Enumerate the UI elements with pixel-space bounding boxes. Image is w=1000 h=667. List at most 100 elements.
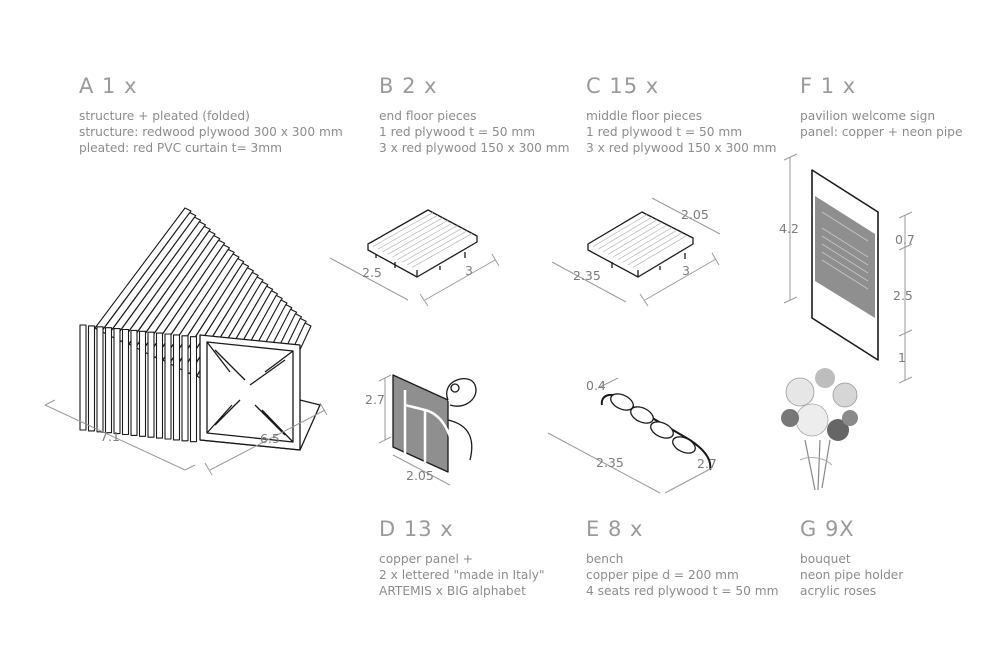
bouquet-drawing <box>781 368 858 491</box>
floor-plank-line <box>597 216 653 250</box>
item-a-text: A 1 x structure + pleated (folded) struc… <box>79 76 343 156</box>
base-slat <box>155 332 164 439</box>
item-g-line-1: bouquet <box>800 552 851 566</box>
floor-plank-line <box>392 222 453 258</box>
item-b-dimension-lines <box>329 253 500 307</box>
dim-c-width: 2.35 <box>573 268 601 283</box>
front-frame-ribs <box>206 341 294 443</box>
end-floor-piece-drawing <box>367 209 478 278</box>
welcome-sign-drawing <box>811 169 879 361</box>
item-a-title: A 1 x <box>79 74 138 98</box>
item-f-dimension-lines <box>783 153 913 384</box>
floor-plank-line <box>617 227 673 260</box>
item-a-line-1: structure + pleated (folded) <box>79 109 250 123</box>
floor-plank-line <box>612 224 668 258</box>
dim-e-end: 2.7 <box>697 456 717 471</box>
dim-f-top: 0.7 <box>895 232 915 247</box>
dim-b-width: 2.5 <box>362 265 382 280</box>
dim-d-height: 2.7 <box>365 392 385 407</box>
base-slat <box>104 327 113 434</box>
item-b-title: B 2 x <box>379 74 438 98</box>
floor-plank-line <box>372 212 434 247</box>
base-slat <box>181 335 189 442</box>
dim-e-pipe: 0.4 <box>586 378 606 393</box>
base-slat <box>138 330 147 437</box>
item-g-line-3: acrylic roses <box>800 584 877 598</box>
dim-f-height: 4.2 <box>779 221 799 236</box>
floor-plank-line <box>402 227 463 263</box>
base-slat <box>130 329 138 436</box>
base-slat <box>172 334 181 441</box>
base-right-side <box>199 399 321 451</box>
item-b-line-1: end floor pieces <box>379 109 477 123</box>
floor-plank-line <box>411 233 473 268</box>
middle-floor-piece-drawing <box>587 211 694 278</box>
floor-plank-line <box>602 219 658 253</box>
base-slats <box>79 324 198 443</box>
pleat-fin <box>148 244 230 359</box>
item-d-line-3: ARTEMIS x BIG alphabet <box>379 584 526 598</box>
item-d-line-1: copper panel + <box>379 552 473 566</box>
base-slat <box>189 336 198 443</box>
item-a-line-3: pleated: red PVC curtain t= 3mm <box>79 141 283 155</box>
item-c-title: C 15 x <box>586 74 660 98</box>
item-c-line-2: 1 red plywood t = 50 mm <box>586 125 743 139</box>
item-g-title: G 9X <box>800 517 855 541</box>
dim-f-bottom: 1 <box>898 350 906 365</box>
floor-plank-line <box>627 232 683 266</box>
item-c-text: C 15 x middle floor pieces 1 red plywood… <box>586 76 777 156</box>
item-d-text: D 13 x copper panel + 2 x lettered "made… <box>379 519 545 599</box>
floor-plank-line <box>382 217 443 253</box>
dim-a-width: 7.1 <box>100 429 120 444</box>
base-slat <box>121 328 130 436</box>
item-d-line-2: 2 x lettered "made in Italy" <box>379 568 545 582</box>
dim-c-height: 2.05 <box>681 207 709 222</box>
item-d-title: D 13 x <box>379 517 454 541</box>
item-b-line-3: 3 x red plywood 150 x 300 mm <box>379 141 570 155</box>
item-f-text: F 1 x pavilion welcome sign panel: coppe… <box>800 76 963 140</box>
floor-plank-line <box>387 220 448 255</box>
item-c-dimension-lines <box>551 197 721 307</box>
floor-plank-line <box>592 214 648 247</box>
item-b-text: B 2 x end floor pieces 1 red plywood t =… <box>379 76 570 156</box>
dim-e-length: 2.35 <box>596 455 624 470</box>
item-c-line-3: 3 x red plywood 150 x 300 mm <box>586 141 777 155</box>
floor-plank-line <box>607 222 663 255</box>
item-e-line-2: copper pipe d = 200 mm <box>586 568 739 582</box>
base-slat <box>147 331 155 438</box>
item-g-line-2: neon pipe holder <box>800 568 904 582</box>
item-d-dimension-lines <box>378 374 451 486</box>
dim-b-depth: 3 <box>465 263 473 278</box>
item-b-line-2: 1 red plywood t = 50 mm <box>379 125 536 139</box>
base-slat <box>164 333 172 440</box>
dimension-labels: 7.1 6.5 2.5 3 2.35 3 2.05 4.2 0.7 2.5 1 … <box>100 207 915 483</box>
item-f-line-2: panel: copper + neon pipe <box>800 125 963 139</box>
item-e-dimension-lines <box>547 377 713 494</box>
front-frame-inner <box>206 341 294 443</box>
floor-plank-line <box>397 225 458 260</box>
item-e-title: E 8 x <box>586 517 644 541</box>
dim-c-depth: 3 <box>682 263 690 278</box>
base-slat <box>79 324 87 431</box>
pleat-fin <box>114 221 206 343</box>
dim-f-mid: 2.5 <box>893 288 913 303</box>
pleated-structure-drawing <box>79 207 321 451</box>
floor-plank-line <box>622 229 678 263</box>
dim-a-depth: 6.5 <box>260 431 280 446</box>
item-c-line-1: middle floor pieces <box>586 109 703 123</box>
item-a-line-2: structure: redwood plywood 300 x 300 mm <box>79 125 343 139</box>
base-slat <box>87 325 96 432</box>
item-e-text: E 8 x bench copper pipe d = 200 mm 4 sea… <box>586 519 779 599</box>
floor-plank-line <box>407 230 468 266</box>
item-e-line-1: bench <box>586 552 624 566</box>
floor-plank-line <box>377 214 438 250</box>
base-slat <box>113 328 121 435</box>
item-e-line-3: 4 seats red plywood t = 50 mm <box>586 584 779 598</box>
copper-panel-drawing <box>392 374 477 473</box>
dim-d-width: 2.05 <box>406 468 434 483</box>
item-a-dimension-lines <box>44 399 328 476</box>
item-g-text: G 9X bouquet neon pipe holder acrylic ro… <box>800 519 903 599</box>
sign-panel <box>815 196 875 318</box>
item-f-line-1: pavilion welcome sign <box>800 109 936 123</box>
